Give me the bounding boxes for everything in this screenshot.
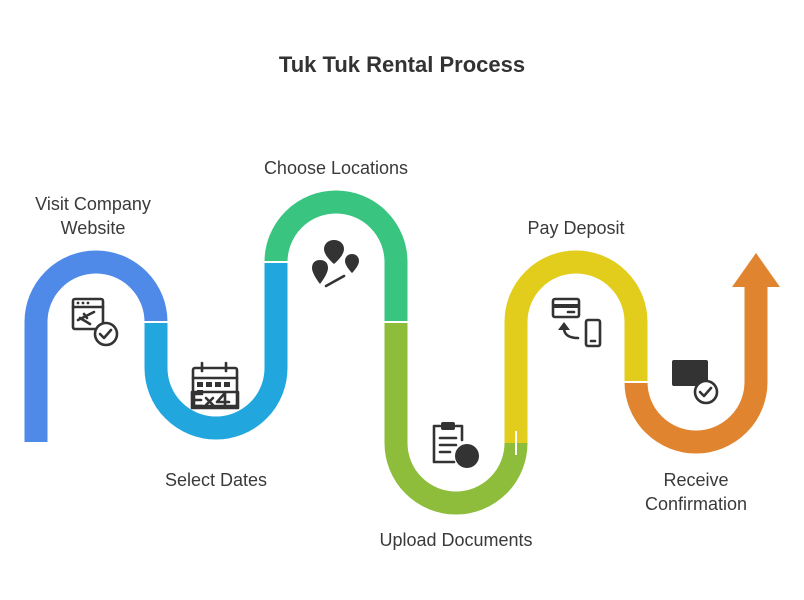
step-label-6: Receive Confirmation (644, 470, 748, 514)
segment-separators (144, 261, 648, 455)
arrow-head (732, 253, 780, 287)
path-segment-4 (384, 322, 528, 515)
step-label-2: Select Dates (164, 470, 268, 490)
path-segment-5 (504, 250, 648, 443)
step-label-4: Upload Documents (379, 530, 533, 550)
card-phone-icon (551, 297, 602, 348)
step-label-1: Visit Company Website (35, 194, 151, 238)
web-checkout-icon (71, 297, 119, 347)
map-pins-icon (312, 240, 359, 288)
path-segment-2 (144, 262, 288, 440)
step-label-3: Choose Locations (263, 158, 409, 178)
step-label-5: Pay Deposit (527, 218, 625, 238)
path-segment-1 (24, 250, 168, 442)
path-segment-3 (264, 190, 408, 322)
clipboard-upload-icon (432, 422, 479, 468)
path-segment-6 (624, 282, 768, 454)
calendar-icon (190, 361, 240, 410)
diagram-title: Tuk Tuk Rental Process (278, 52, 526, 77)
mail-check-icon (672, 360, 719, 405)
